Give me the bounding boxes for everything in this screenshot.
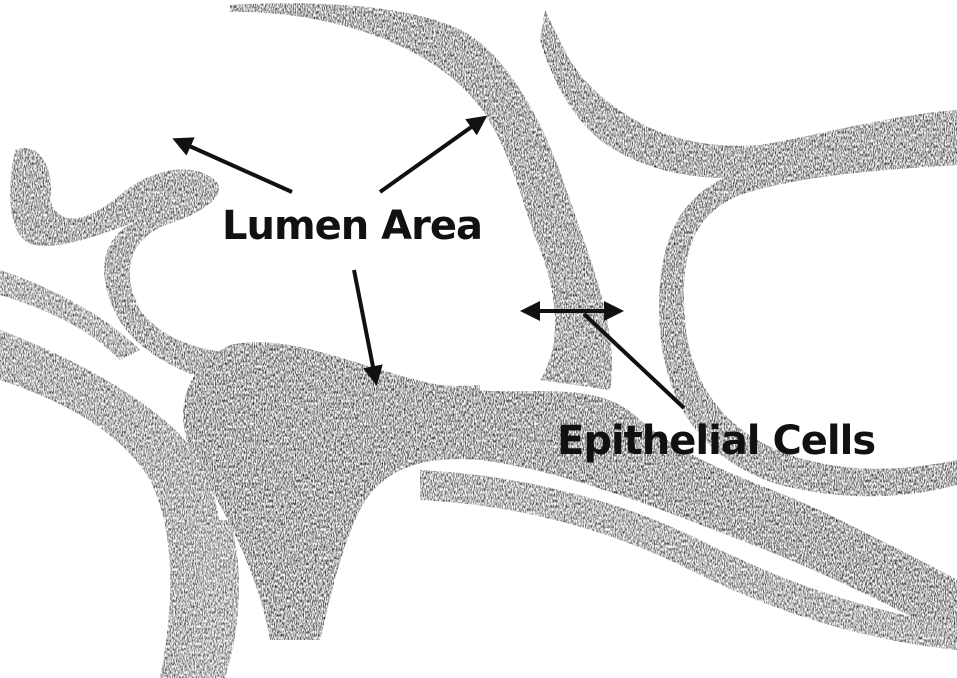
tissue-walls (0, 3, 957, 678)
lumen-area-label: Lumen Area (222, 203, 482, 249)
epithelial-cells-label: Epithelial Cells (557, 418, 875, 464)
arrow-lumen-upper-right (380, 118, 484, 192)
tissue-band-left (0, 330, 224, 678)
